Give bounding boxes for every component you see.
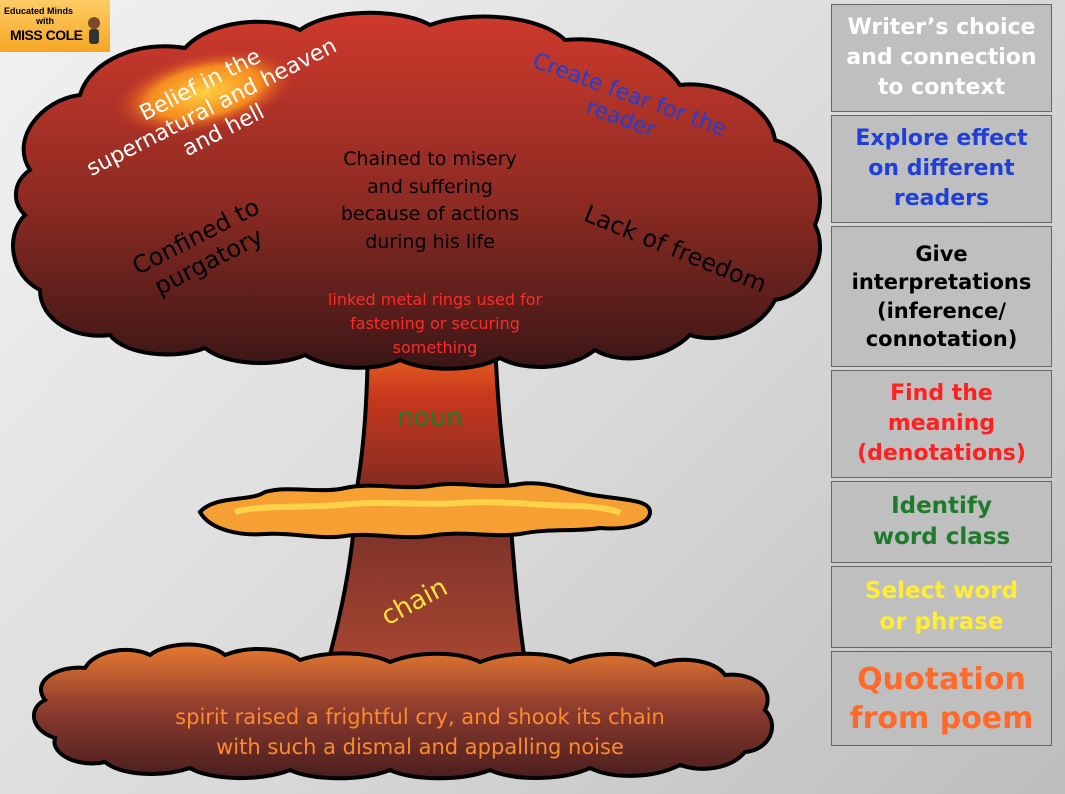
key-select-word: Select word or phrase (831, 566, 1052, 648)
key-quotation: Quotation from poem (831, 651, 1052, 746)
key-word-class: Identify word class (831, 481, 1052, 563)
label-chained-to-misery: Chained to misery and suffering because … (340, 148, 520, 253)
cloud-glow (111, 48, 299, 136)
cloud-base (31, 642, 775, 781)
mushroom-cloud-illustration (11, 10, 822, 781)
key-explore-effect: Explore effect on different readers (831, 115, 1052, 223)
key-find-meaning: Find the meaning (denotations) (831, 370, 1052, 478)
label-definition: linked metal rings used for fastening or… (327, 290, 543, 357)
logo-line-2: with (36, 16, 54, 26)
teacher-avatar-icon (88, 17, 100, 44)
logo-line-1: Educated Minds (4, 6, 74, 16)
label-word-class: noun (397, 403, 463, 433)
cloud-fire-ring (197, 481, 653, 540)
key-writers-choice: Writer’s choice and connection to contex… (831, 4, 1052, 112)
label-quotation: spirit raised a frightful cry, and shook… (175, 705, 665, 760)
key-interpretations: Give interpretations (inference/ connota… (831, 226, 1052, 367)
logo-line-3: MISS COLE (10, 27, 83, 43)
brand-logo: Educated Minds with MISS COLE (0, 0, 110, 52)
